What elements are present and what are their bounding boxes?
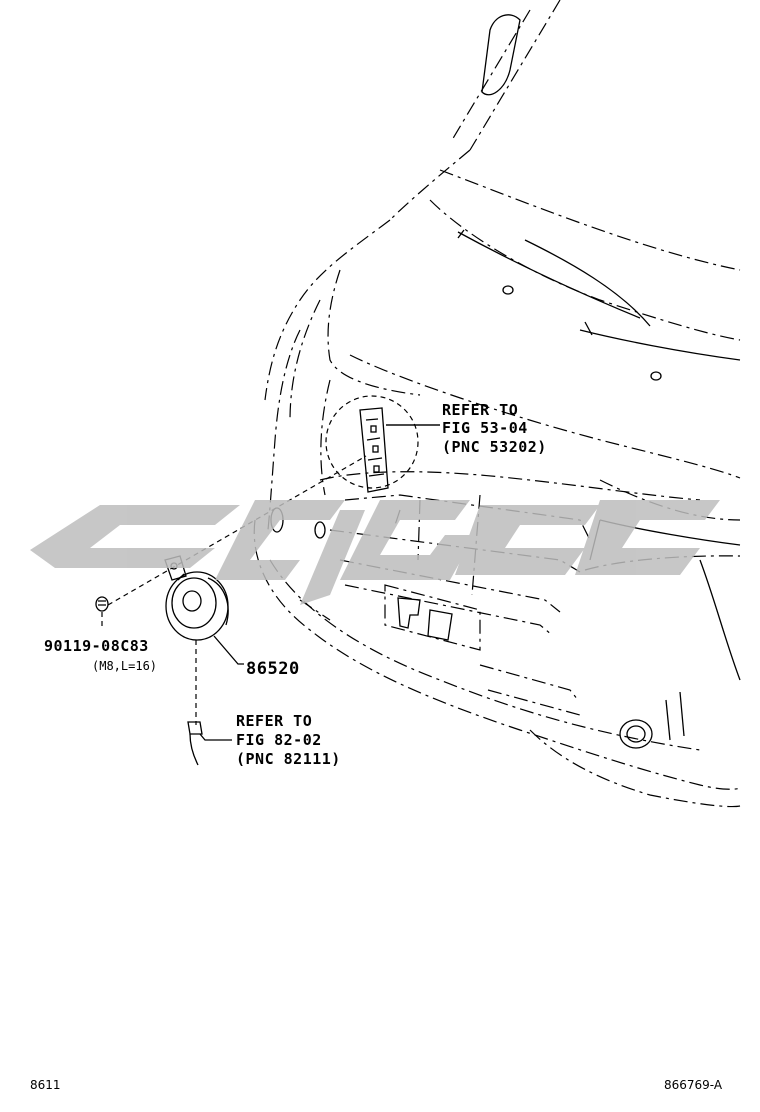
- wiring-ref-line1: REFER TO: [236, 712, 313, 730]
- grille-bracket-part: [359, 407, 440, 493]
- grille-ref-line2: FIG 53-04: [442, 419, 528, 437]
- footer-right-code: 866769-A: [664, 1078, 723, 1092]
- grille-ref-line3: (PNC 53202): [442, 438, 547, 456]
- bolt-spec: (M8,L=16): [92, 659, 158, 673]
- horn-part-number: 86520: [246, 659, 300, 679]
- alignment-line: [107, 455, 367, 606]
- bolt-part-number: 90119-08C83: [44, 637, 149, 655]
- wiring-ref-line2: FIG 82-02: [236, 731, 322, 749]
- grille-ref-line1: REFER TO: [442, 401, 519, 419]
- watermark-logo: [30, 500, 720, 605]
- bolt-part: [95, 596, 109, 628]
- footer-left-code: 8611: [30, 1078, 61, 1092]
- wiring-ref-line3: (PNC 82111): [236, 750, 341, 768]
- wiring-connector-part: [187, 721, 232, 766]
- horn-assembly: [164, 555, 244, 725]
